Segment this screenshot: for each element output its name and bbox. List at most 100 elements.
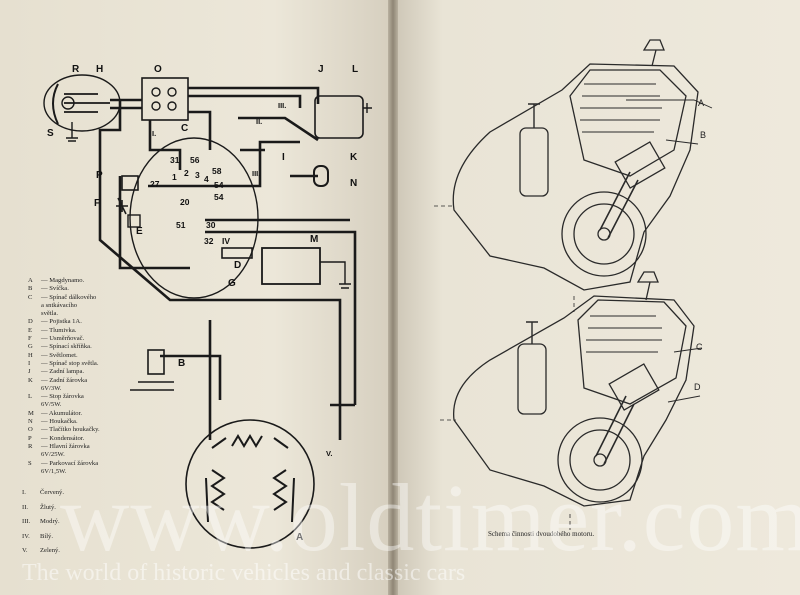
terminal-20: 20 xyxy=(180,197,190,207)
book-gutter xyxy=(388,0,398,595)
legend-text: — Zadní žárovka 6V/3W. xyxy=(41,376,88,392)
wire-label-5: V. xyxy=(326,449,332,458)
right-page xyxy=(394,0,800,595)
label-H: H xyxy=(96,64,103,75)
wire-color-key: III. xyxy=(22,518,31,525)
legend-text: — Spínač dálkového a sntkávacího světla. xyxy=(41,293,97,318)
terminal-54b: 54 xyxy=(214,192,224,202)
engine-label-B: B xyxy=(700,130,706,140)
wire-color-key: II. xyxy=(22,503,29,511)
legend-item: F — Usměrňovač. xyxy=(28,335,168,343)
legend-key: F xyxy=(28,335,32,343)
legend-text: — Stop žárovka 6V/5W. xyxy=(41,393,84,409)
label-C: C xyxy=(181,123,188,134)
engine-label-D: D xyxy=(694,382,701,392)
label-N: N xyxy=(350,178,357,189)
legend-text: — Usměrňovač. xyxy=(41,335,85,343)
wire-color-item: V. Zelený. xyxy=(22,544,64,559)
legend-text: — Parkovací žárovka 6V/1,5W. xyxy=(41,459,99,475)
legend-item: B — Svíčka. xyxy=(28,285,168,293)
wire-color-text: Žlutý. xyxy=(40,503,56,511)
label-L: L xyxy=(352,64,358,75)
legend-text: — Hlavní žárovka 6V/25W. xyxy=(41,442,90,459)
legend-text: — Světlomet. xyxy=(41,351,78,359)
legend-text: — Houkačka. xyxy=(41,418,78,426)
legend-key: I xyxy=(28,359,31,367)
legend-text: — Pojistka 1A. xyxy=(41,318,82,326)
wire-color-item: II. Žlutý. xyxy=(22,501,64,516)
wiring-diagram: R H S O C I J L K N P F E M D G B A 31 5… xyxy=(43,64,372,549)
label-P: P xyxy=(96,170,103,181)
legend-item: E— Tlumivka. xyxy=(28,327,168,335)
terminal-1: 1 xyxy=(172,172,177,182)
legend-key: M xyxy=(28,409,34,417)
legend-item: I — Spínač stop světla. xyxy=(28,360,168,368)
wire-color-item: I. Červený. xyxy=(22,486,64,501)
wire-color-key: I. xyxy=(22,489,26,496)
label-I: I xyxy=(282,152,285,163)
label-M: M xyxy=(310,234,318,245)
terminal-32: 32 xyxy=(204,236,214,246)
terminal-51: 51 xyxy=(176,220,186,230)
legend-item: A— Magdynamo. xyxy=(28,277,168,285)
terminal-4: 4 xyxy=(204,174,209,184)
wire-label-2: II. xyxy=(256,117,262,126)
legend-item: L — Stop žárovka 6V/5W. xyxy=(28,393,168,410)
wire-label-4: III. xyxy=(252,169,260,178)
terminal-2: 2 xyxy=(184,168,189,178)
label-R: R xyxy=(72,64,80,75)
legend-item: M — Akumulátor. xyxy=(28,410,168,418)
terminal-31: 31 xyxy=(170,155,180,165)
legend-item: H— Světlomet. xyxy=(28,352,168,360)
wire-color-key: IV. xyxy=(22,532,30,540)
legend-key: P xyxy=(28,434,32,442)
legend-item: O — Tlačítko houkačky. xyxy=(28,426,168,434)
wire-color-text: Bílý. xyxy=(40,532,54,540)
legend-key: A xyxy=(28,277,33,284)
label-E: E xyxy=(136,226,143,237)
legend-text: — Kondensátor. xyxy=(41,434,85,442)
wire-color-text: Modrý. xyxy=(40,518,60,525)
legend-text: — Spínač stop světla. xyxy=(41,359,99,367)
engine-label-A: A xyxy=(698,98,704,108)
legend-key: K xyxy=(28,376,33,384)
legend-item: K — Zadní žárovka 6V/3W. xyxy=(28,377,168,394)
legend-text: — Tlumivka. xyxy=(41,326,77,334)
legend-item: G— Spínací skříňka. xyxy=(28,343,168,351)
legend-key: L xyxy=(28,393,33,401)
legend-item: C — Spínač dálkového a sntkávacího světla… xyxy=(28,294,168,319)
terminal-27: 27 xyxy=(150,179,160,189)
legend-item: D — Pojistka 1A. xyxy=(28,318,168,326)
label-D: D xyxy=(234,260,241,271)
legend-key: R xyxy=(28,442,33,450)
legend-key: C xyxy=(28,293,33,301)
terminal-IV: IV xyxy=(222,236,230,246)
legend-text: — Akumulátor. xyxy=(41,409,83,417)
legend-key: J xyxy=(28,368,31,376)
label-O: O xyxy=(154,64,162,75)
label-B: B xyxy=(178,358,185,369)
terminal-30: 30 xyxy=(206,220,216,230)
wire-color-item: III. Modrý. xyxy=(22,515,64,530)
legend-key: O xyxy=(28,426,33,434)
legend-item: S— Parkovací žárovka 6V/1,5W. xyxy=(28,460,168,477)
terminal-56: 56 xyxy=(190,155,200,165)
legend-key: B xyxy=(28,285,33,293)
legend-key: D xyxy=(28,318,33,326)
wire-color-text: Červený. xyxy=(40,489,64,496)
label-S: S xyxy=(47,128,54,139)
engine-diagrams: A B C D xyxy=(434,39,713,530)
wire-color-item: IV. Bílý. xyxy=(22,530,64,545)
wire-color-list: I. Červený. II. Žlutý. III. Modrý. IV. Bílý.… xyxy=(22,486,64,559)
engine-label-C: C xyxy=(696,342,703,352)
label-J: J xyxy=(318,64,324,75)
terminal-58: 58 xyxy=(212,166,222,176)
legend-text: — Svíčka. xyxy=(41,285,69,293)
legend-item: J— Zadní lampa. xyxy=(28,368,168,376)
legend-item: N— Houkačka. xyxy=(28,418,168,426)
wire-label-1: I. xyxy=(152,129,156,138)
wire-color-key: V. xyxy=(22,547,28,554)
wire-color-text: Zelený. xyxy=(40,547,60,554)
legend-text: — Tlačítko houkačky. xyxy=(41,426,100,434)
